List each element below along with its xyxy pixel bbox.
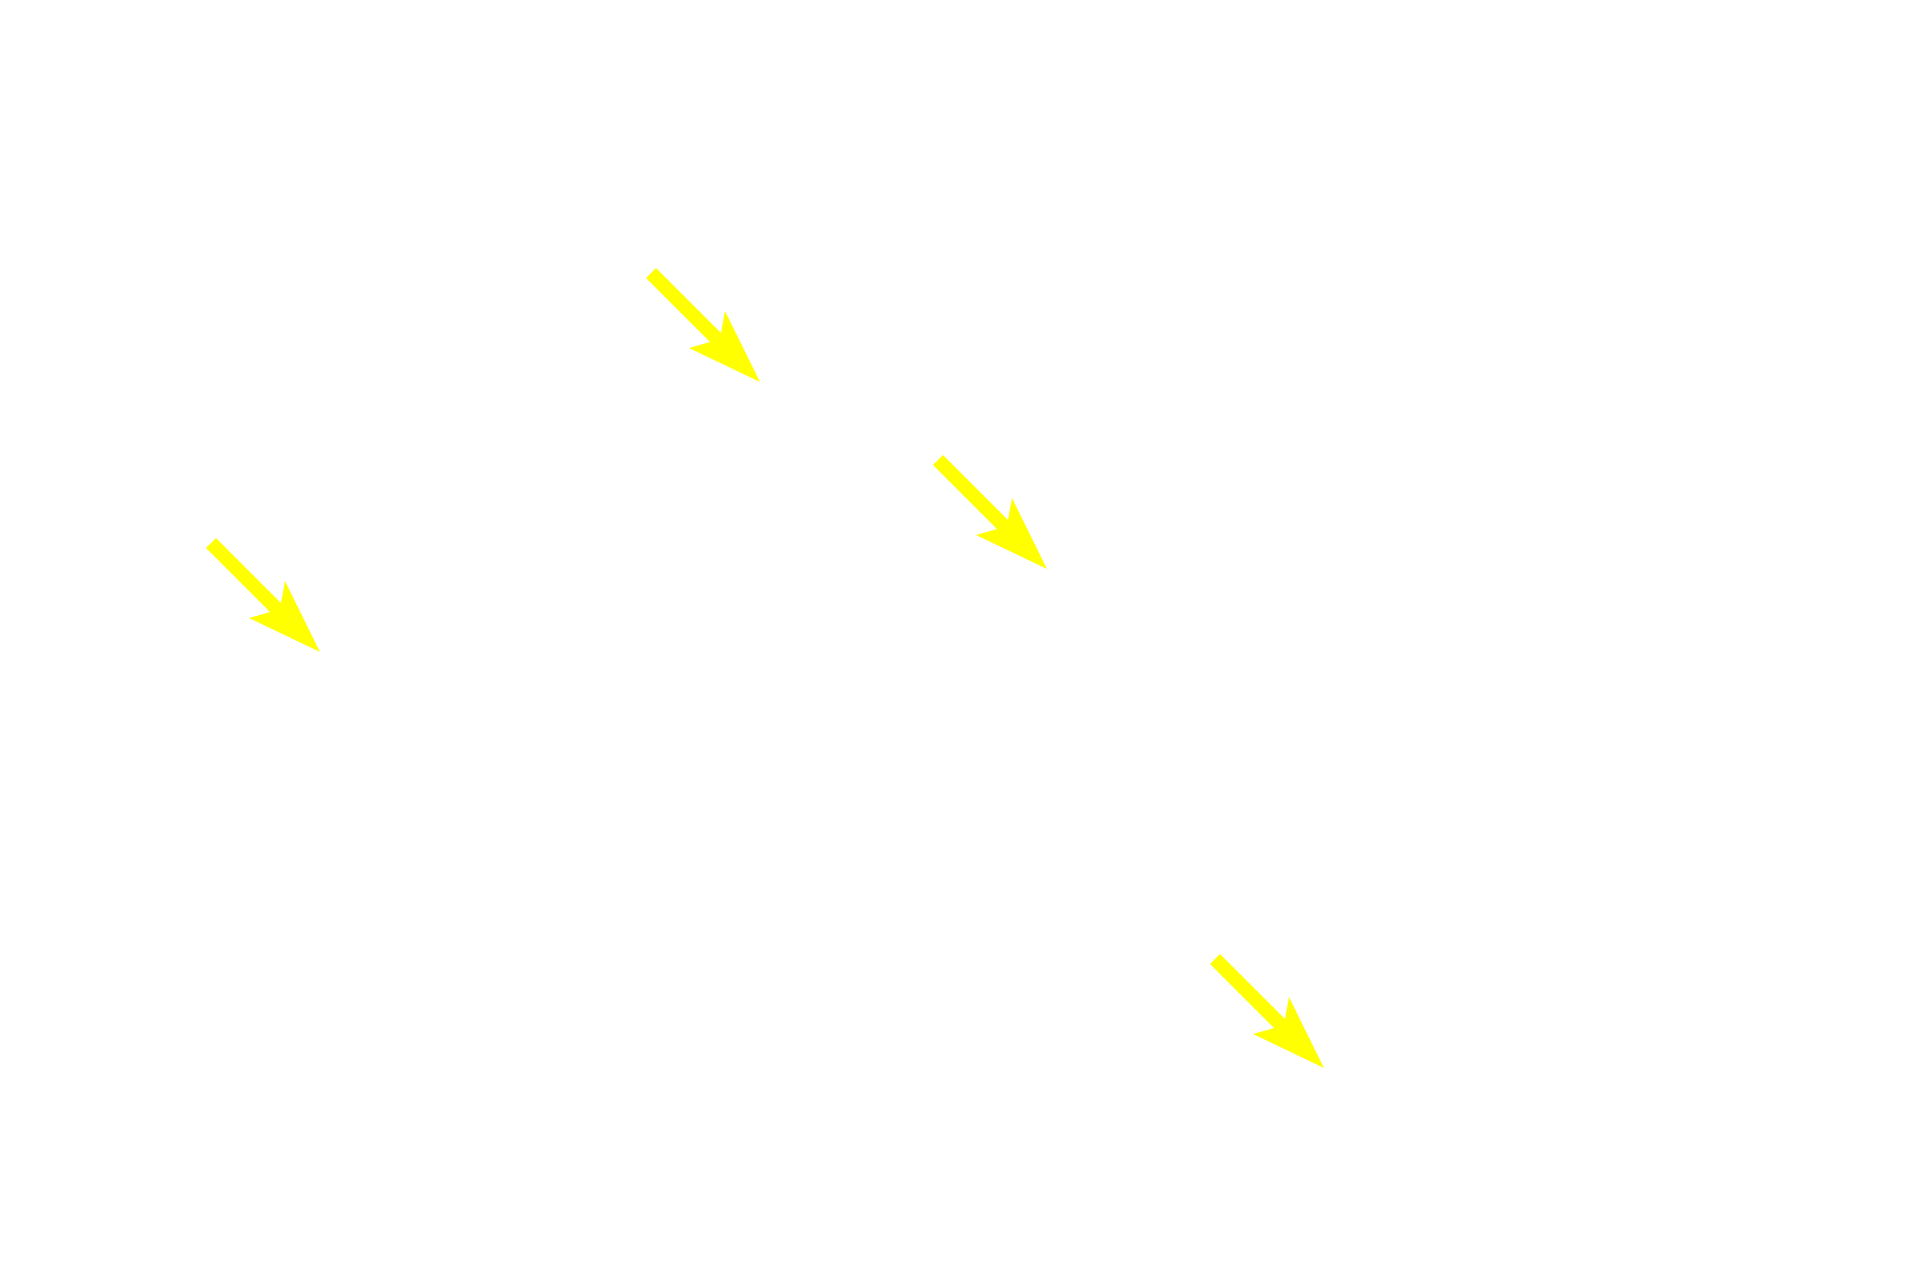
arrow-down-right-icon <box>1210 954 1324 1068</box>
arrow-down-right-icon <box>933 455 1047 569</box>
arrow-down-right-icon <box>646 268 760 382</box>
arrow-down-right-icon <box>206 538 320 652</box>
